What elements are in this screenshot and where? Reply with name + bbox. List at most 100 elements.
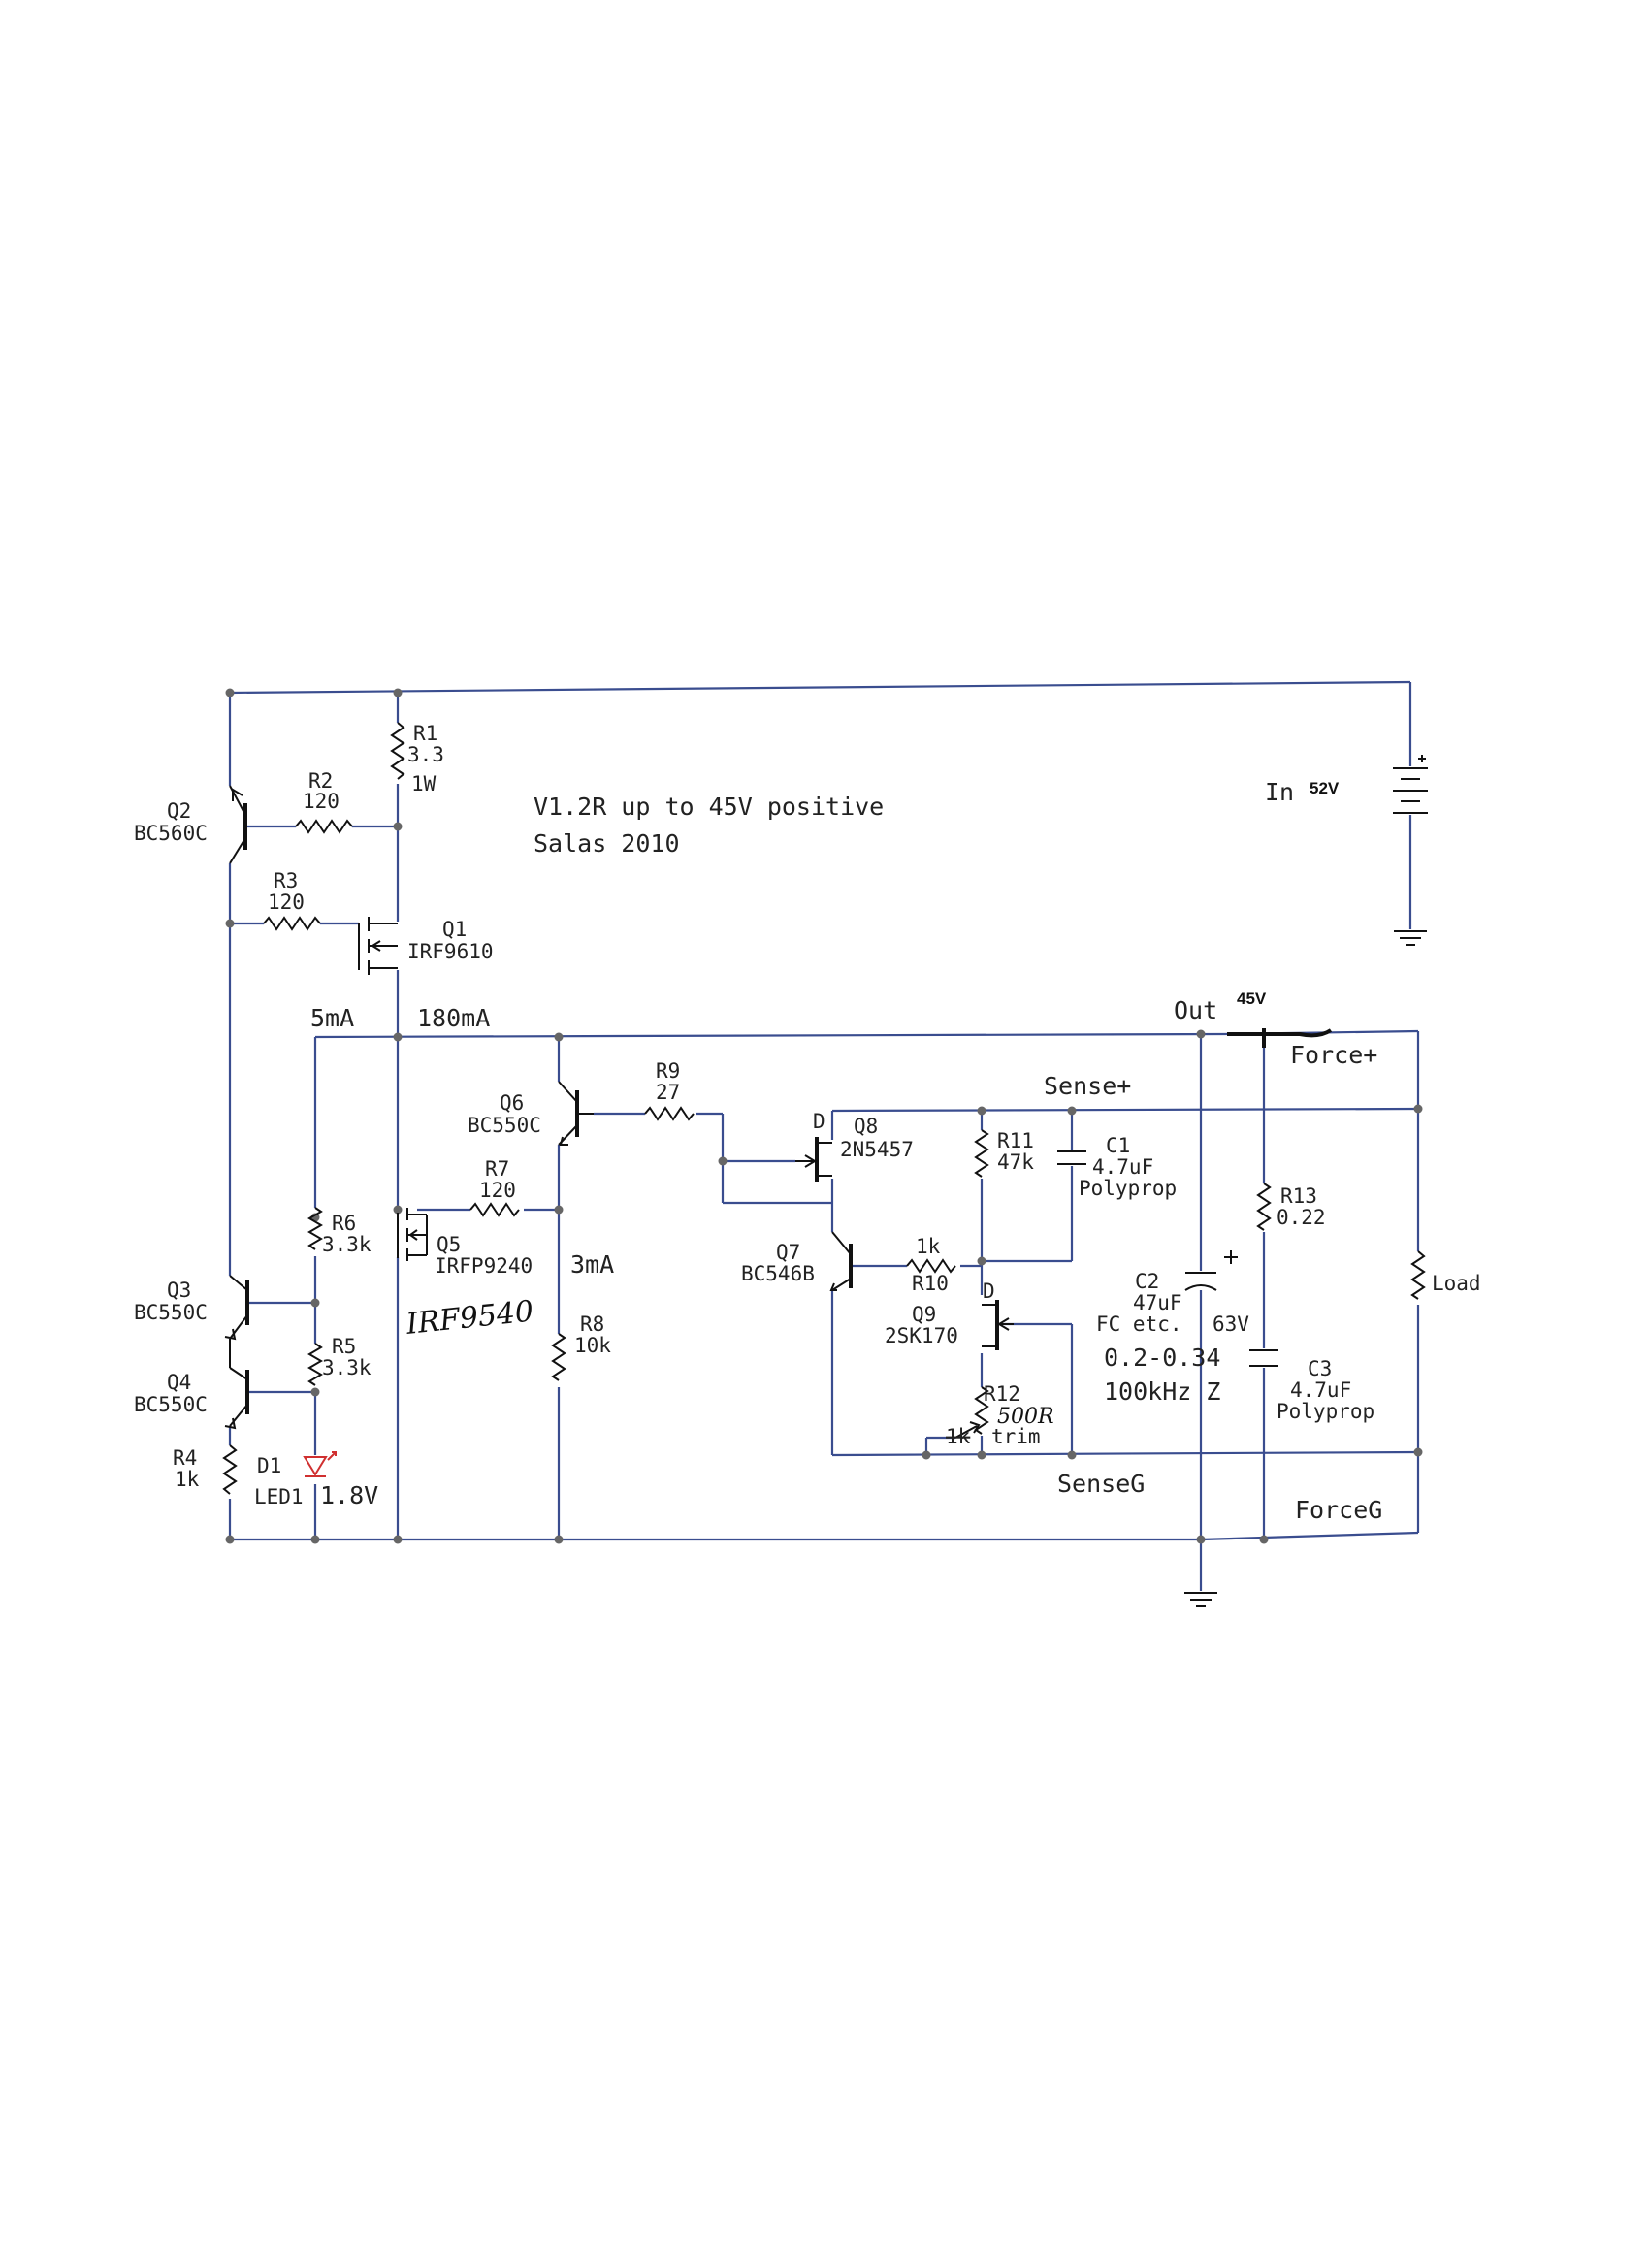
q9-symbol — [982, 1300, 1014, 1350]
c1-ref: C1 — [1106, 1134, 1130, 1157]
c3-symbol — [1249, 1349, 1278, 1367]
c2-voltage: 63V — [1212, 1312, 1249, 1336]
q6-ref: Q6 — [500, 1091, 524, 1115]
r5-ref: R5 — [332, 1335, 356, 1358]
q4-part: BC550C — [134, 1393, 208, 1416]
r9-value: 27 — [656, 1081, 680, 1104]
d1-part: LED1 — [254, 1485, 304, 1508]
r10-symbol — [906, 1258, 956, 1274]
current-3ma: 3mA — [570, 1250, 614, 1279]
r9-ref: R9 — [656, 1059, 680, 1083]
r12-extra: trim — [991, 1425, 1041, 1448]
r6-value: 3.3k — [322, 1233, 372, 1256]
r4-value: 1k — [175, 1468, 200, 1491]
junction-dots — [225, 688, 1423, 1544]
r11-value: 47k — [997, 1150, 1034, 1174]
net-sense-plus: Sense+ — [1044, 1072, 1131, 1100]
resistor-symbols — [222, 722, 1426, 1495]
c2-value: 47uF — [1133, 1291, 1182, 1314]
current-labels: 5mA 180mA 3mA — [310, 1004, 614, 1279]
r7-ref: R7 — [485, 1157, 509, 1181]
q8-ref: Q8 — [854, 1115, 878, 1138]
c3-ref: C3 — [1308, 1357, 1332, 1380]
net-force-plus: Force+ — [1290, 1041, 1377, 1069]
r7-value: 120 — [479, 1179, 516, 1202]
q5-part: IRFP9240 — [435, 1254, 533, 1278]
q9-ref: Q9 — [912, 1303, 936, 1326]
q1-ref: Q1 — [442, 918, 467, 941]
q6-part: BC550C — [468, 1114, 541, 1137]
d1-vf: 1.8V — [320, 1481, 378, 1509]
q2-symbol — [229, 785, 247, 864]
r13-ref: R13 — [1280, 1184, 1317, 1208]
q8-part: 2N5457 — [840, 1138, 914, 1161]
note-impedance: 0.2-0.34 — [1104, 1344, 1220, 1372]
r12-value: 500R — [997, 1405, 1054, 1429]
c1-type: Polyprop — [1079, 1177, 1177, 1200]
r13-value: 0.22 — [1277, 1206, 1326, 1229]
q2-part: BC560C — [134, 822, 208, 845]
force-plus-mark — [1227, 1028, 1333, 1048]
led-symbol — [303, 1451, 337, 1477]
r12-ref: R12 — [984, 1382, 1020, 1406]
c1-value: 4.7uF — [1092, 1155, 1153, 1179]
battery-symbol — [1393, 755, 1428, 814]
q4-ref: Q4 — [167, 1371, 191, 1394]
c1-symbol — [1057, 1150, 1086, 1165]
r9-symbol — [644, 1106, 695, 1121]
q9-part: 2SK170 — [885, 1324, 958, 1347]
ground-supply-icon — [1394, 930, 1427, 946]
r7-symbol — [469, 1202, 520, 1217]
component-labels: R1 3.3 1W R2 120 R3 120 Q2 BC560C Q1 IRF… — [134, 722, 1481, 1509]
r3-value: 120 — [268, 891, 305, 914]
r11-symbol — [974, 1129, 989, 1178]
q1-part: IRF9610 — [407, 940, 494, 963]
wires — [228, 680, 1420, 1591]
q9-pin: D — [983, 1280, 995, 1303]
c3-type: Polyprop — [1277, 1400, 1374, 1423]
current-5ma: 5mA — [310, 1004, 354, 1032]
r1-ref: R1 — [413, 722, 437, 745]
fet-symbols — [358, 917, 1014, 1350]
load-ref: Load — [1432, 1272, 1481, 1295]
r13-symbol — [1256, 1183, 1272, 1231]
c2-ref: C2 — [1135, 1270, 1159, 1293]
q8-symbol — [795, 1137, 832, 1182]
title-line-2: Salas 2010 — [534, 829, 680, 858]
note-freq: 100kHz Z — [1104, 1377, 1220, 1406]
q6-symbol — [558, 1081, 594, 1146]
r6-ref: R6 — [332, 1212, 356, 1235]
title-block: V1.2R up to 45V positive Salas 2010 — [534, 793, 884, 858]
q3-ref: Q3 — [167, 1279, 191, 1302]
r11-ref: R11 — [997, 1129, 1034, 1152]
q3-part: BC550C — [134, 1301, 208, 1324]
r1-symbol — [390, 722, 405, 780]
load-symbol — [1410, 1250, 1426, 1300]
output-label: Out — [1174, 996, 1217, 1024]
q3-symbol — [224, 1275, 249, 1368]
r2-symbol — [295, 819, 353, 834]
net-sense-g: SenseG — [1057, 1470, 1145, 1498]
r1-value: 3.3 — [407, 743, 444, 766]
r3-ref: R3 — [274, 869, 298, 892]
capacitor-symbols — [1057, 1150, 1278, 1367]
c2-type: FC etc. — [1096, 1312, 1182, 1336]
q5-symbol — [397, 1208, 428, 1261]
r10-ref: R10 — [912, 1272, 949, 1295]
ground-symbols — [1184, 930, 1427, 1607]
r10-value: 1k — [916, 1235, 941, 1258]
q2-ref: Q2 — [167, 799, 191, 823]
q4-symbol — [224, 1367, 249, 1430]
net-force-g: ForceG — [1295, 1496, 1382, 1524]
r1-extra: 1W — [411, 772, 436, 795]
output-voltage: 45V — [1237, 989, 1267, 1008]
q7-ref: Q7 — [776, 1241, 800, 1264]
q8-pin: D — [813, 1110, 825, 1133]
r2-value: 120 — [303, 790, 340, 813]
q7-part: BC546B — [741, 1262, 815, 1285]
r8-ref: R8 — [580, 1312, 604, 1336]
supply-label: In — [1265, 778, 1294, 806]
supply-voltage: 52V — [1310, 779, 1340, 797]
current-180ma: 180mA — [417, 1004, 490, 1032]
